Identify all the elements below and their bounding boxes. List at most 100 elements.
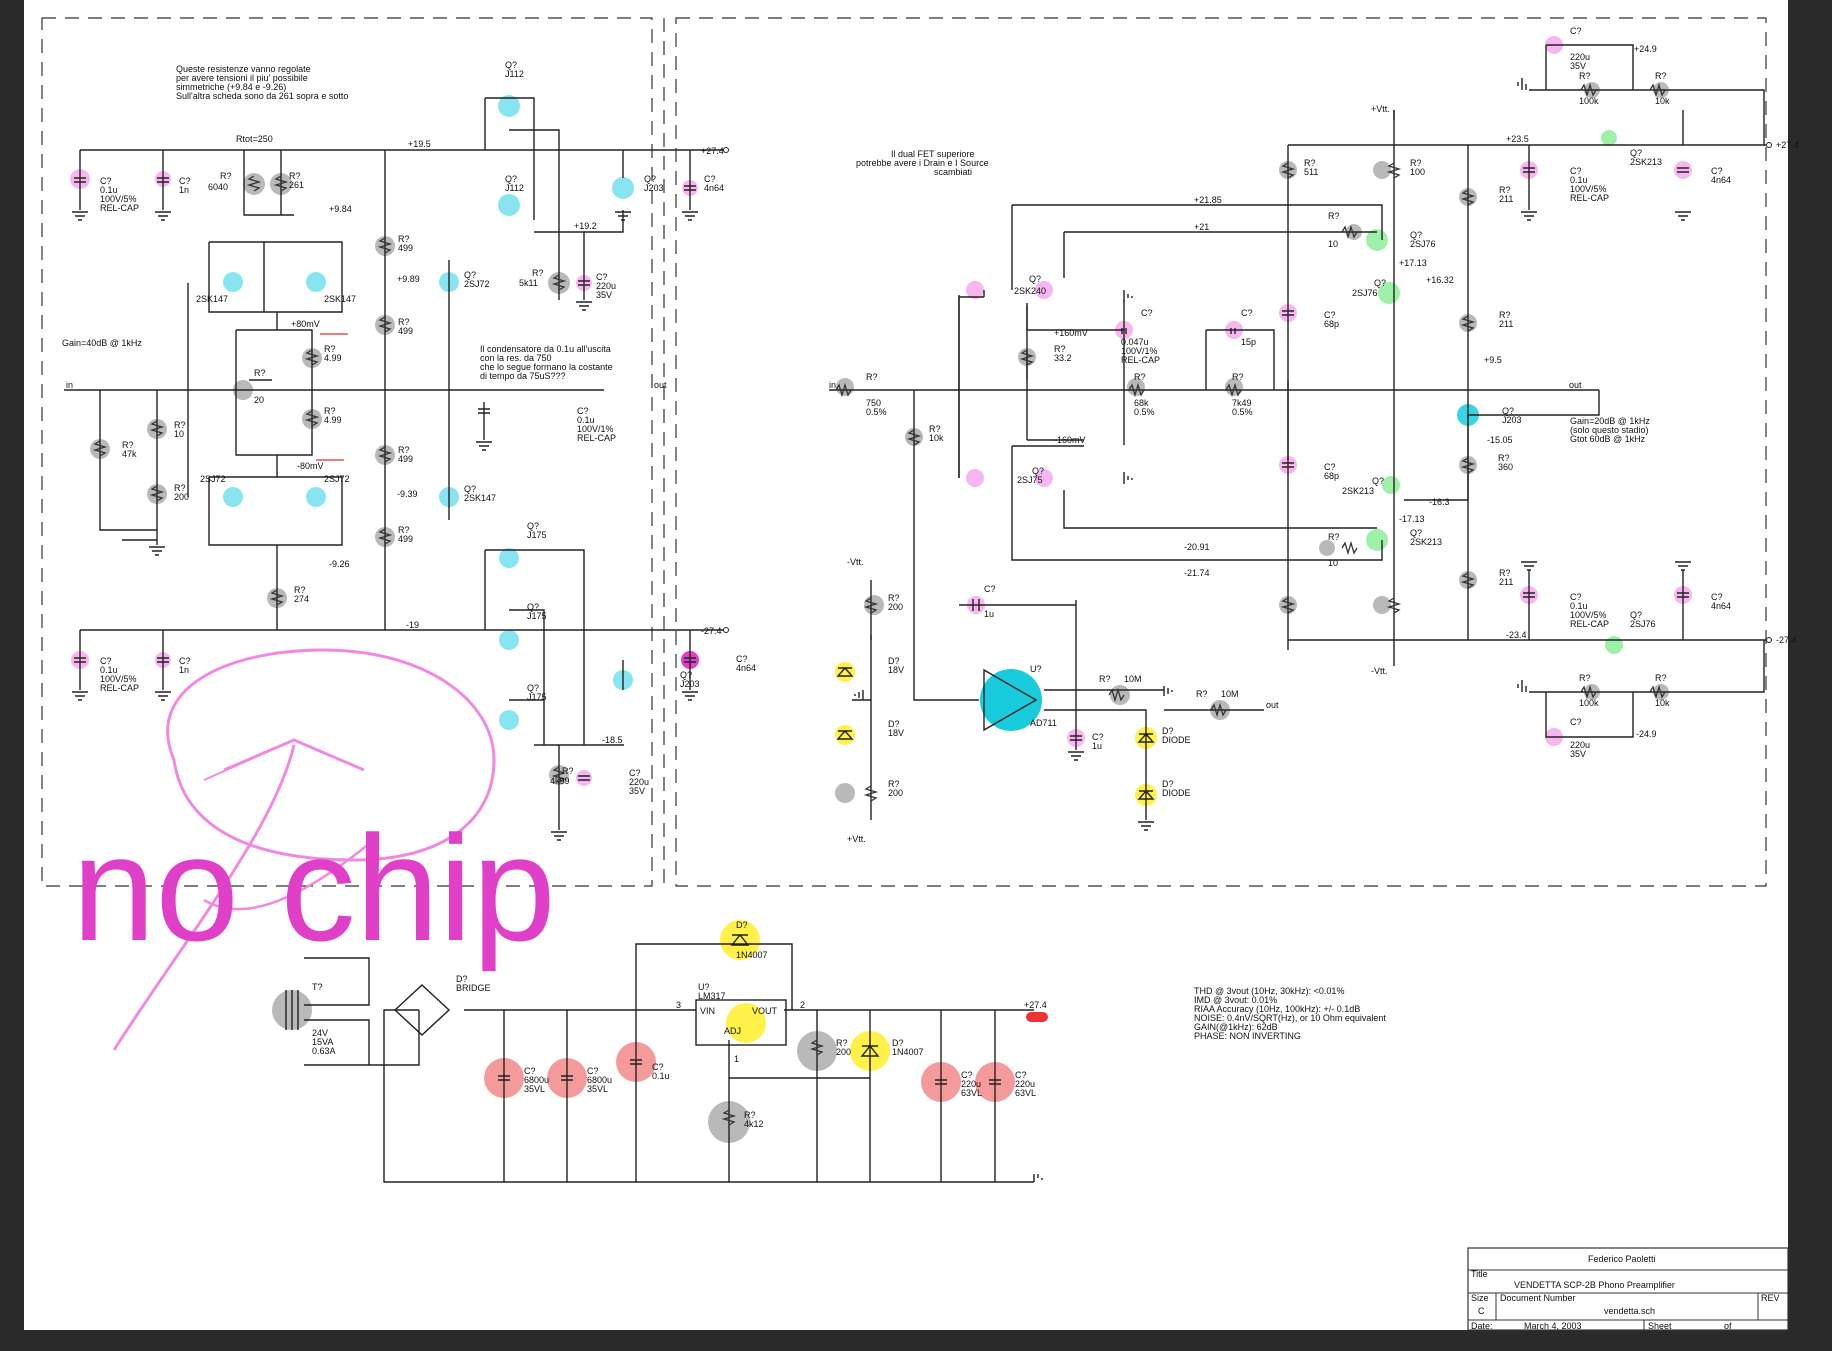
spec-line: IMD @ 3vout: 0.01% <box>1194 995 1277 1005</box>
svg-text:220u: 220u <box>1570 740 1590 750</box>
svg-text:Q?: Q? <box>1032 466 1044 476</box>
svg-text:63VL: 63VL <box>961 1088 982 1098</box>
svg-text:J203: J203 <box>1502 415 1522 425</box>
svg-text:6800u: 6800u <box>524 1075 549 1085</box>
part-label: R? <box>398 317 410 327</box>
svg-text:35V: 35V <box>1570 61 1586 71</box>
svg-text:R?: R? <box>1328 211 1340 221</box>
svg-text:2SJ76: 2SJ76 <box>1630 619 1656 629</box>
svg-text:220u: 220u <box>1015 1079 1035 1089</box>
svg-text:-27.4: -27.4 <box>1776 635 1797 645</box>
title-block: Federico Paoletti Title VENDETTA SCP-2B … <box>1467 1247 1789 1331</box>
svg-text:63VL: 63VL <box>1015 1088 1036 1098</box>
gain-label: Gain=40dB @ 1kHz <box>62 338 142 348</box>
part-label: 2SK147 <box>464 493 496 503</box>
svg-text:7k49: 7k49 <box>1232 398 1252 408</box>
part-label: R? <box>398 445 410 455</box>
part-label: J175 <box>527 530 547 540</box>
right-stage-frame <box>675 17 1767 887</box>
part-label: 1n <box>179 185 189 195</box>
svg-text:2SJ76: 2SJ76 <box>1352 288 1378 298</box>
svg-text:VOUT: VOUT <box>752 1006 778 1016</box>
date-label: Date: <box>1471 1321 1493 1331</box>
svg-text:-24.9: -24.9 <box>1636 729 1657 739</box>
part-label: R? <box>174 483 186 493</box>
part-label: Q? <box>505 174 517 184</box>
part-label: 6040 <box>208 182 228 192</box>
svg-text:0.5%: 0.5% <box>1232 407 1253 417</box>
svg-text:C?: C? <box>1570 592 1582 602</box>
part-label: R? <box>398 525 410 535</box>
date-value: March 4, 2003 <box>1524 1321 1582 1331</box>
svg-text:1u: 1u <box>1092 741 1102 751</box>
svg-text:10k: 10k <box>929 433 944 443</box>
part-label: C? <box>179 656 191 666</box>
part-label: 100V/5% <box>100 194 137 204</box>
svg-text:220u: 220u <box>961 1079 981 1089</box>
svg-text:R?: R? <box>1196 689 1208 699</box>
svg-text:100V/5%: 100V/5% <box>1570 184 1607 194</box>
part-label: 2SJ72 <box>200 474 226 484</box>
part-label: R? <box>220 171 232 181</box>
rev-label: REV <box>1761 1293 1780 1303</box>
right-in-label: in <box>829 380 836 390</box>
right-out2-label: out <box>1266 700 1279 710</box>
part-label: 499 <box>398 454 413 464</box>
spec-line: NOISE: 0.4nV/SQRT(Hz), or 10 Ohm equival… <box>1194 1013 1386 1023</box>
spec-line: RIAA Accuracy (10Hz, 100kHz): +/- 0.1dB <box>1194 1004 1360 1014</box>
svg-text:R?: R? <box>1410 158 1422 168</box>
part-label: 0.1u <box>100 665 118 675</box>
svg-text:1u: 1u <box>984 609 994 619</box>
svg-text:200: 200 <box>888 602 903 612</box>
svg-text:+24.9: +24.9 <box>1634 44 1657 54</box>
svg-text:211: 211 <box>1499 194 1513 204</box>
part-label: C? <box>100 656 112 666</box>
svg-text:2SK213: 2SK213 <box>1342 486 1374 496</box>
rail-80n: -80mV <box>297 461 324 471</box>
svg-text:R?: R? <box>1304 158 1316 168</box>
svg-text:200: 200 <box>888 788 903 798</box>
rail-192: +19.2 <box>574 221 597 231</box>
svg-text:100k: 100k <box>1579 96 1599 106</box>
svg-text:+27.4: +27.4 <box>1776 140 1799 150</box>
svg-text:100V/1%: 100V/1% <box>1121 346 1158 356</box>
note-fet-line1: Il dual FET superiore <box>891 149 974 159</box>
gain-line1: Gain=20dB @ 1kHz <box>1570 416 1650 426</box>
vpos-label: +Vtt. <box>1371 104 1390 114</box>
left-grounds <box>72 211 698 841</box>
svg-text:AD711: AD711 <box>1030 718 1057 728</box>
svg-text:750: 750 <box>866 398 881 408</box>
part-label: REL-CAP <box>577 433 616 443</box>
docnum-label: Document Number <box>1500 1293 1576 1303</box>
no-chip-text: no chip <box>72 804 556 972</box>
svg-text:0.1u: 0.1u <box>1570 175 1588 185</box>
svg-text:0.5%: 0.5% <box>1134 407 1155 417</box>
svg-text:C?: C? <box>961 1070 973 1080</box>
part-label: 220u <box>596 281 616 291</box>
part-label: J175 <box>527 611 547 621</box>
svg-text:24V: 24V <box>312 1028 328 1038</box>
svg-text:REL-CAP: REL-CAP <box>1121 355 1160 365</box>
rail-pos: +27.4 <box>701 146 724 156</box>
svg-text:18V: 18V <box>888 665 904 675</box>
gain-line2: (solo questo stadio) <box>1570 425 1649 435</box>
part-label: 499 <box>398 243 413 253</box>
svg-text:10: 10 <box>1328 239 1338 249</box>
svg-text:1N4007: 1N4007 <box>892 1047 924 1057</box>
svg-text:35V: 35V <box>1570 749 1586 759</box>
svg-text:511: 511 <box>1304 167 1318 177</box>
left-stage-frame <box>41 17 653 887</box>
note-resistors-line1: Queste resistenze vanno regolate <box>176 64 311 74</box>
svg-text:C?: C? <box>1324 310 1336 320</box>
cap-note-line3: che lo segue formano la costante <box>480 362 613 372</box>
svg-text:-15.05: -15.05 <box>1487 435 1513 445</box>
part-label: J112 <box>505 69 524 79</box>
svg-text:C?: C? <box>1570 26 1582 36</box>
rail-989: +9.89 <box>397 274 420 284</box>
cap-note-line4: di tempo da 75uS??? <box>480 371 566 381</box>
part-label: R? <box>324 344 336 354</box>
part-label: R? <box>289 171 301 181</box>
svg-text:1: 1 <box>734 1054 739 1064</box>
svg-text:Q?: Q? <box>1029 274 1041 284</box>
svg-text:Q?: Q? <box>1374 278 1386 288</box>
